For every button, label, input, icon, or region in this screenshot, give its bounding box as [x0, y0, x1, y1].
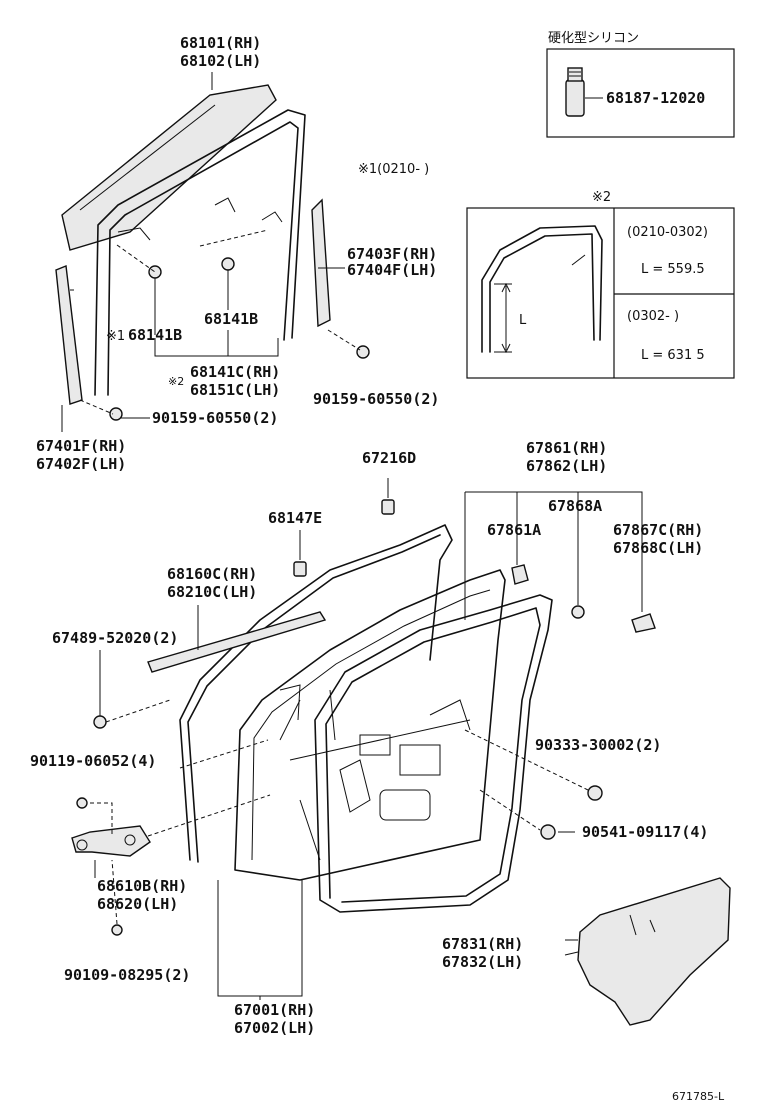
clip-68147e-icon[interactable]	[293, 561, 307, 577]
table-r2-range: (0302- )	[627, 309, 679, 324]
label-90159-left: 90159-60550(2)	[152, 409, 278, 427]
label-67862: 67862(LH)	[526, 457, 607, 475]
table-r1-len: L = 559.5	[641, 262, 705, 277]
clip-67867c-icon[interactable]	[631, 613, 656, 633]
label-90119: 90119-06052(4)	[30, 752, 156, 770]
label-68101: 68101(RH)	[180, 34, 261, 52]
label-68141c: 68141C(RH)	[190, 363, 280, 381]
strip-detail-icon	[481, 225, 603, 354]
bolt-90109-icon[interactable]	[111, 924, 123, 936]
label-90159-right: 90159-60550(2)	[313, 390, 439, 408]
sealant-part: 68187-12020	[606, 89, 705, 107]
label-90109: 90109-08295(2)	[64, 966, 190, 984]
sealant-tube-icon	[565, 67, 585, 117]
glass-run-channel[interactable]	[94, 109, 306, 396]
label-67401f: 67401F(RH)	[36, 437, 126, 455]
table-r2-len: L = 631 5	[641, 348, 705, 363]
clip-icon[interactable]	[148, 265, 162, 279]
clip-icon[interactable]	[221, 257, 235, 271]
label-67402f: 67402F(LH)	[36, 455, 126, 473]
dim-label: L	[519, 313, 527, 328]
sealant-box	[546, 48, 735, 138]
bolt-icon[interactable]	[356, 345, 370, 359]
clip-67861a-icon[interactable]	[511, 564, 529, 585]
bumper-67489-icon[interactable]	[93, 715, 107, 729]
label-67861: 67861(RH)	[526, 439, 607, 457]
label-68610b: 68610B(RH)	[97, 877, 187, 895]
front-lower-frame-left[interactable]	[55, 265, 83, 405]
rear-lower-frame-right[interactable]	[311, 198, 331, 328]
door-hinge[interactable]	[71, 825, 151, 857]
label-67001: 67001(RH)	[234, 1001, 315, 1019]
plug-90333-icon[interactable]	[587, 785, 603, 801]
weatherstrip-length-table	[466, 207, 735, 379]
note-1: ※1(0210- )	[358, 162, 429, 177]
label-68141b-mid: 68141B	[204, 310, 258, 328]
mark-1: ※1	[106, 329, 125, 344]
door-glass[interactable]	[61, 84, 277, 251]
label-90333: 90333-30002(2)	[535, 736, 661, 754]
belt-moulding[interactable]	[147, 611, 327, 673]
label-67832: 67832(LH)	[442, 953, 523, 971]
screw-90541-icon[interactable]	[540, 824, 556, 840]
label-67867c: 67867C(RH)	[613, 521, 703, 539]
label-68141b-left: 68141B	[128, 326, 182, 344]
door-panel[interactable]	[234, 569, 506, 881]
label-68620: 68620(LH)	[97, 895, 178, 913]
label-68210c: 68210C(LH)	[167, 583, 257, 601]
mark-2: ※2	[168, 375, 184, 388]
clip-67216d-icon[interactable]	[381, 499, 395, 515]
door-opening-trim[interactable]	[314, 594, 553, 913]
label-67831: 67831(RH)	[442, 935, 523, 953]
label-67489: 67489-52020(2)	[52, 629, 178, 647]
footer-code: 671785-L	[672, 1090, 725, 1103]
inner-panel-details	[279, 684, 471, 821]
sealant-title: 硬化型シリコン	[548, 31, 639, 46]
bolt-icon[interactable]	[109, 407, 123, 421]
table-r1-range: (0210-0302)	[627, 225, 708, 240]
label-90541: 90541-09117(4)	[582, 823, 708, 841]
label-67403f: 67403F(RH)	[347, 245, 437, 263]
label-67002: 67002(LH)	[234, 1019, 315, 1037]
label-68102: 68102(LH)	[180, 52, 261, 70]
nut-90119-icon[interactable]	[76, 797, 88, 809]
label-68147e: 68147E	[268, 509, 322, 527]
clip-67868a-icon[interactable]	[571, 605, 585, 619]
label-67404f: 67404F(LH)	[347, 261, 437, 279]
label-67216d: 67216D	[362, 449, 416, 467]
label-67861a: 67861A	[487, 521, 541, 539]
service-hole-cover[interactable]	[577, 877, 731, 1026]
label-68151c: 68151C(LH)	[190, 381, 280, 399]
label-67868a: 67868A	[548, 497, 602, 515]
label-67868c: 67868C(LH)	[613, 539, 703, 557]
label-68160c: 68160C(RH)	[167, 565, 257, 583]
note-2: ※2	[592, 190, 611, 205]
